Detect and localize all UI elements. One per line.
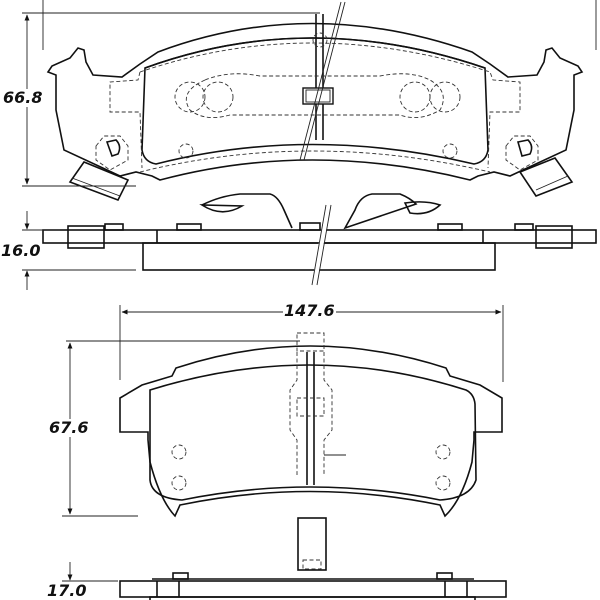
dimension-label-top-thickness: 16.0 [0, 241, 42, 260]
wear-sensor-right [505, 135, 574, 197]
bottom-pad-front-view [119, 332, 503, 518]
top-pad-side-view [42, 193, 597, 286]
dimension-16-0 [22, 211, 136, 290]
dimension-label-top-height: 66.8 [2, 88, 44, 107]
dimension-17-0 [62, 562, 118, 582]
dimension-label-bottom-height: 67.6 [48, 418, 90, 437]
wear-sensor-left [68, 135, 130, 202]
dimension-label-bottom-thickness: 17.0 [46, 581, 88, 600]
dimension-label-bottom-width: 147.6 [283, 301, 336, 320]
top-pad-front-view [46, 1, 584, 202]
bottom-pad-side-view [119, 517, 507, 600]
